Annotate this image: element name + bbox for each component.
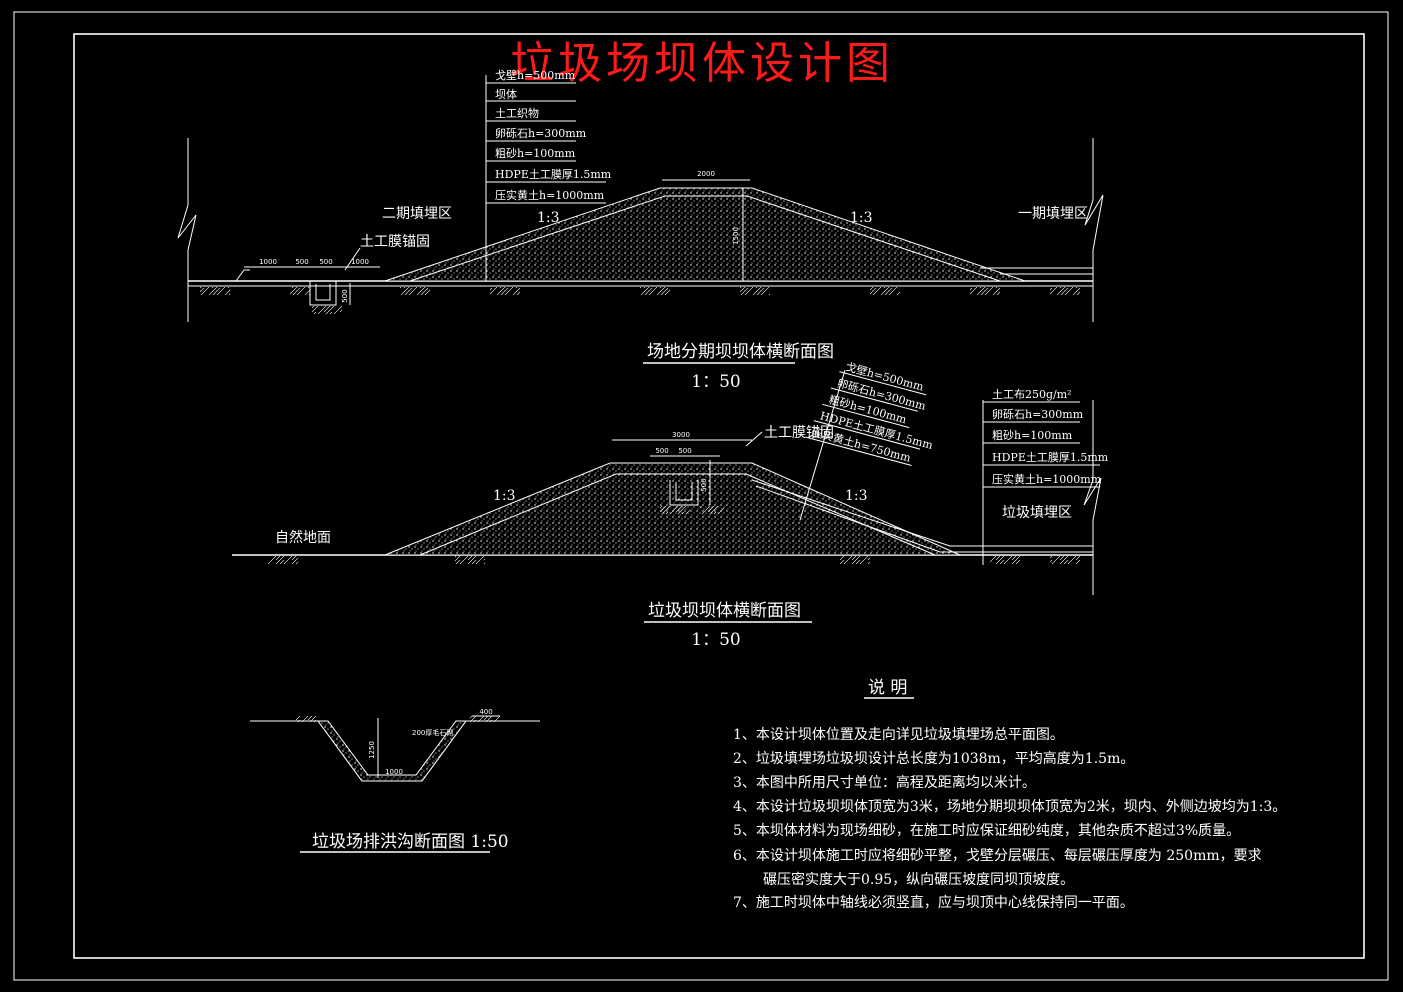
section1-dam-cross-section: 戈壁h=500mm 坝体 土工织物 卵砾石h=300mm 粗砂h=100mm H… bbox=[177, 68, 1104, 392]
s2-slanted-leader bbox=[799, 369, 846, 521]
s2-right-zone: 垃圾填埋区 bbox=[1002, 505, 1072, 521]
right-break-line bbox=[1084, 138, 1104, 322]
notes-block: 说 明 1、本设计坝体位置及走向详见垃圾填埋场总平面图。 2、垃圾填埋场垃圾坝设… bbox=[733, 678, 1286, 911]
s1-dim-0: 1000 bbox=[259, 258, 277, 266]
s2-slope-right: 1:3 bbox=[845, 488, 868, 504]
s2-top-width: 3000 bbox=[672, 431, 690, 439]
s2-right-layer-table: 土工布250g/m² 卵砾石h=300mm 粗砂h=100mm HDPE土工膜厚… bbox=[983, 388, 1109, 488]
section1-anchor-trench-inner bbox=[315, 284, 331, 301]
notes-heading: 说 明 bbox=[868, 678, 907, 698]
s1-height: 1500 bbox=[732, 227, 740, 245]
s2-right-layer-0: 土工布250g/m² bbox=[992, 388, 1072, 401]
s1-right-zone: 一期填埋区 bbox=[1018, 206, 1088, 222]
s3-bottom: 1000 bbox=[385, 768, 403, 776]
inner-frame bbox=[73, 33, 1365, 959]
note-1: 1、本设计坝体位置及走向详见垃圾填埋场总平面图。 bbox=[733, 727, 1064, 743]
s2-dam-inner-line bbox=[419, 473, 936, 556]
s1-layer-5: HDPE土工膜厚1.5mm bbox=[495, 168, 612, 181]
s3-top-dim: 400 bbox=[479, 708, 492, 716]
drawing-title: 垃圾场坝体设计图 bbox=[510, 38, 894, 89]
section1-layer-table: 戈壁h=500mm 坝体 土工织物 卵砾石h=300mm 粗砂h=100mm H… bbox=[486, 68, 612, 204]
outer-frame bbox=[13, 11, 1389, 981]
s2-slanted-layer-table: 戈壁h=500mm 卵砾石h=300mm 粗砂h=100mm HDPE土工膜厚1… bbox=[805, 359, 935, 466]
s2-right-break-line bbox=[1083, 400, 1102, 595]
s2-liner-2 bbox=[755, 485, 1093, 553]
left-break-line bbox=[177, 138, 197, 322]
s3-caption: 垃圾场排洪沟断面图 1:50 bbox=[312, 832, 509, 852]
s2-trench-depth: 500 bbox=[700, 478, 708, 491]
section1-left-mound bbox=[235, 269, 250, 282]
note-3: 3、本图中所用尺寸单位：高程及距离均以米计。 bbox=[733, 774, 1036, 791]
s1-caption: 场地分期坝坝体横断面图 bbox=[647, 342, 834, 362]
s2-anchor-leader bbox=[745, 431, 763, 447]
s1-anchor-leader bbox=[344, 247, 361, 271]
s3-ditch-lining bbox=[317, 720, 467, 782]
s1-trench-depth: 500 bbox=[341, 289, 349, 302]
s2-scale: 1：50 bbox=[691, 630, 740, 650]
s2-caption: 垃圾坝坝体横断面图 bbox=[648, 601, 801, 621]
s1-layer-3: 卵砾石h=300mm bbox=[495, 127, 587, 140]
s1-dim-1: 500 bbox=[295, 258, 308, 266]
s1-left-zone: 二期填埋区 bbox=[382, 206, 452, 222]
s2-slope-left: 1:3 bbox=[493, 488, 516, 504]
s3-hatch-left bbox=[296, 716, 316, 722]
s2-right-layer-1: 卵砾石h=300mm bbox=[992, 408, 1084, 421]
s3-lining-label: 200厚毛石砌 bbox=[412, 728, 453, 737]
section1-ground-hatch bbox=[200, 287, 1080, 314]
s2-anchor-trench-inner bbox=[675, 482, 693, 501]
s1-layer-6: 压实黄土h=1000mm bbox=[495, 188, 605, 202]
s2-ground-hatch bbox=[268, 506, 1080, 564]
note-6-cont: 碾压密实度大于0.95，纵向碾压坡度同坝顶坡度。 bbox=[763, 871, 1074, 888]
s1-top-width: 2000 bbox=[697, 170, 715, 178]
section1-dam-body bbox=[384, 187, 1026, 282]
s2-anchor-label: 土工膜锚固 bbox=[764, 425, 834, 441]
note-5: 5、本坝体材料为现场细砂，在施工时应保证细砂纯度，其他杂质不超过3%质量。 bbox=[733, 822, 1240, 839]
s2-dim-1: 500 bbox=[678, 447, 691, 455]
s2-right-layer-2: 粗砂h=100mm bbox=[992, 429, 1073, 442]
note-7: 7、施工时坝体中轴线必须竖直，应与坝顶中心线保持同一平面。 bbox=[733, 894, 1134, 911]
s2-right-layer-3: HDPE土工膜厚1.5mm bbox=[992, 451, 1109, 464]
s1-layer-4: 粗砂h=100mm bbox=[495, 147, 576, 160]
section2-dam-cross-section: 3000 500 500 500 土工膜锚固 戈壁h=500mm 卵砾石h=30… bbox=[232, 359, 1109, 650]
s1-layer-0: 戈壁h=500mm bbox=[495, 68, 576, 82]
s1-slope-right: 1:3 bbox=[850, 210, 873, 226]
s2-right-layer-4: 压实黄土h=1000mm bbox=[992, 472, 1102, 486]
s2-left-label: 自然地面 bbox=[275, 529, 331, 546]
s1-dim-3: 1000 bbox=[351, 258, 369, 266]
s1-anchor-label: 土工膜锚固 bbox=[360, 234, 430, 250]
s3-depth: 1250 bbox=[368, 741, 376, 759]
note-6: 6、本设计坝体施工时应将细砂平整，戈壁分层碾压、每层碾压厚度为 250mm，要求 bbox=[733, 847, 1262, 864]
s1-layer-1: 坝体 bbox=[495, 87, 517, 101]
s1-dim-2: 500 bbox=[319, 258, 332, 266]
note-2: 2、垃圾填埋场垃圾坝设计总长度为1038m，平均高度为1.5m。 bbox=[733, 750, 1134, 767]
s2-dim-0: 500 bbox=[655, 447, 668, 455]
section1-dam-inner-line bbox=[409, 195, 1001, 282]
s3-hatch-right bbox=[470, 716, 500, 722]
section3-flood-ditch: 1250 1000 400 200厚毛石砌 垃圾场排洪沟断面图 1:50 bbox=[250, 708, 540, 853]
s2-liner-1 bbox=[751, 479, 1093, 547]
s1-layer-2: 土工织物 bbox=[495, 106, 539, 120]
s2-anchor-trench bbox=[669, 480, 699, 506]
s1-scale: 1：50 bbox=[691, 372, 740, 392]
section1-anchor-trench bbox=[309, 281, 337, 306]
s1-slope-left: 1:3 bbox=[537, 210, 560, 226]
note-4: 4、本设计垃圾坝坝体顶宽为3米，场地分期坝坝体顶宽为2米，坝内、外侧边坡均为1:… bbox=[733, 798, 1286, 815]
